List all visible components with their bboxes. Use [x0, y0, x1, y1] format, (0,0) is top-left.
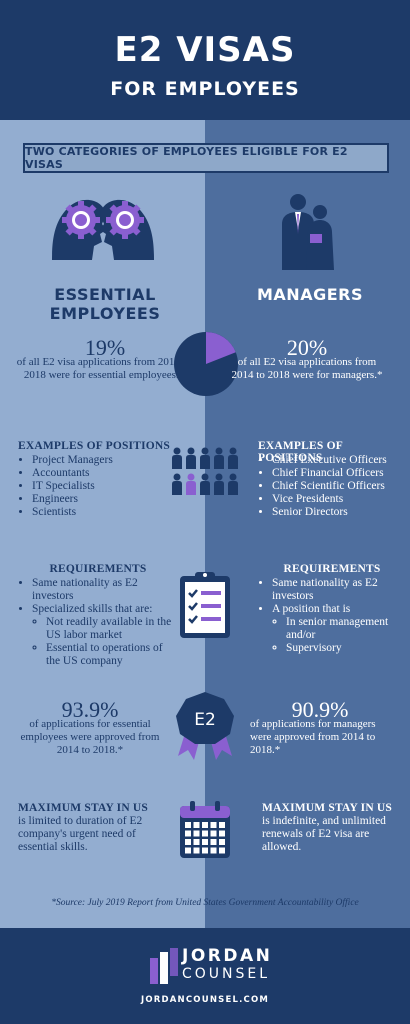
managers-approval-text: of applications for managers were approv…	[250, 718, 376, 756]
essential-stay-text: is limited to duration of E2 company's u…	[18, 815, 143, 853]
calendar-cell	[202, 839, 208, 845]
person-figure	[200, 473, 210, 495]
managers-positions-list: Chief Executive Officers Chief Financial…	[258, 454, 408, 519]
list-item: Not readily available in the US labor ma…	[46, 616, 176, 642]
pie-slice	[206, 332, 236, 364]
page-title: E2 VISAS	[114, 30, 296, 70]
essential-employees-heading: ESSENTIAL EMPLOYEES	[49, 285, 161, 323]
calendar-cell	[193, 830, 200, 837]
calendar-cell	[193, 847, 200, 854]
list-item: Chief Financial Officers	[272, 467, 408, 480]
essential-positions-list: Project Managers Accountants IT Speciali…	[18, 454, 178, 519]
calendar-cell	[193, 839, 200, 845]
calendar-cell	[185, 839, 191, 845]
managers-positions-heading: EXAMPLES OF POSITIONS	[258, 440, 343, 464]
people-grid-icon	[172, 447, 238, 495]
list-item: Engineers	[32, 493, 178, 506]
calendar-cell	[210, 847, 217, 854]
list-item: Same nationality as E2 investors	[32, 577, 176, 603]
person-figure	[186, 473, 196, 495]
page-subtitle: FOR EMPLOYEES	[110, 78, 300, 100]
list-item: Accountants	[32, 467, 178, 480]
essential-requirements-heading: REQUIREMENTS	[49, 563, 147, 575]
requirement-text: Specialized skills that are:	[32, 603, 153, 615]
calendar-cell	[185, 847, 191, 854]
managers-requirements-list: Same nationality as E2 investors A posit…	[258, 577, 398, 655]
essential-positions-heading: EXAMPLES OF POSITIONS	[18, 440, 171, 452]
essential-requirements-list: Same nationality as E2 investors Special…	[18, 577, 176, 668]
person-figure	[214, 473, 224, 495]
calendar-icon	[180, 801, 230, 858]
heads-gears-icon	[52, 199, 154, 260]
essential-column-background	[0, 120, 205, 928]
person-figure	[172, 447, 182, 469]
list-item: Same nationality as E2 investors	[272, 577, 398, 603]
calendar-cell	[210, 830, 217, 837]
essential-application-text: of all E2 visa applications from 2014 to…	[16, 356, 192, 381]
logo-line-1: JORDAN	[182, 946, 273, 966]
calendar-cell	[219, 830, 225, 837]
badge-label: E2	[194, 710, 216, 730]
applications-pie-chart	[174, 332, 238, 396]
managers-icon	[282, 194, 334, 270]
essential-stay-heading: MAXIMUM STAY IN US	[18, 802, 148, 814]
calendar-cell	[210, 839, 217, 845]
footer-band	[0, 928, 410, 1024]
calendar-cell	[185, 822, 191, 828]
managers-stay-heading: MAXIMUM STAY IN US	[262, 802, 392, 814]
logo-line-2: COUNSEL	[182, 966, 271, 982]
requirement-text: A position that is	[272, 603, 351, 615]
list-item: A position that is In senior management …	[272, 603, 398, 655]
managers-application-text: of all E2 visa applications from 2014 to…	[231, 356, 383, 381]
person-figure	[228, 447, 238, 469]
list-item: Specialized skills that are: Not readily…	[32, 603, 176, 668]
source-note: *Source: July 2019 Report from United St…	[51, 898, 359, 908]
person-figure	[214, 447, 224, 469]
managers-approval-percent: 90.9%	[291, 697, 349, 722]
calendar-cell	[185, 830, 191, 837]
list-item: Chief Scientific Officers	[272, 480, 408, 493]
managers-application-percent: 20%	[286, 335, 328, 360]
calendar-cell	[219, 839, 225, 845]
list-item: Essential to operations of the US compan…	[46, 642, 176, 668]
managers-heading: MANAGERS	[257, 285, 363, 304]
essential-approval-text: of applications for essential employees …	[20, 718, 160, 756]
person-figure	[200, 447, 210, 469]
calendar-cell	[193, 822, 200, 828]
list-item: Scientists	[32, 506, 178, 519]
calendar-cell	[210, 822, 217, 828]
calendar-cell	[219, 822, 225, 828]
person-figure	[186, 447, 196, 469]
calendar-cell	[202, 830, 208, 837]
essential-approval-percent: 93.9%	[61, 697, 119, 722]
list-item: Project Managers	[32, 454, 178, 467]
header-band	[0, 0, 410, 120]
person-figure	[172, 473, 182, 495]
calendar-cell	[219, 847, 225, 854]
clipboard-checklist-icon	[180, 572, 230, 638]
list-item: Senior Directors	[272, 506, 408, 519]
e2-badge-icon: E2	[176, 692, 234, 760]
website-link[interactable]: JORDANCOUNSEL.COM	[140, 995, 270, 1005]
calendar-cell	[202, 847, 208, 854]
list-item: Chief Executive Officers	[272, 454, 408, 467]
categories-banner: TWO CATEGORIES OF EMPLOYEES ELIGIBLE FOR…	[23, 143, 389, 173]
list-item: Vice Presidents	[272, 493, 408, 506]
list-item: IT Specialists	[32, 480, 178, 493]
calendar-cell	[202, 822, 208, 828]
list-item: Supervisory	[286, 642, 398, 655]
jordan-counsel-logo-icon	[150, 948, 178, 984]
essential-application-percent: 19%	[84, 335, 126, 360]
person-figure	[228, 473, 238, 495]
managers-requirements-heading: REQUIREMENTS	[283, 563, 381, 575]
managers-stay-text: is indefinite, and unlimited renewals of…	[262, 815, 386, 853]
list-item: In senior management and/or	[286, 616, 398, 642]
